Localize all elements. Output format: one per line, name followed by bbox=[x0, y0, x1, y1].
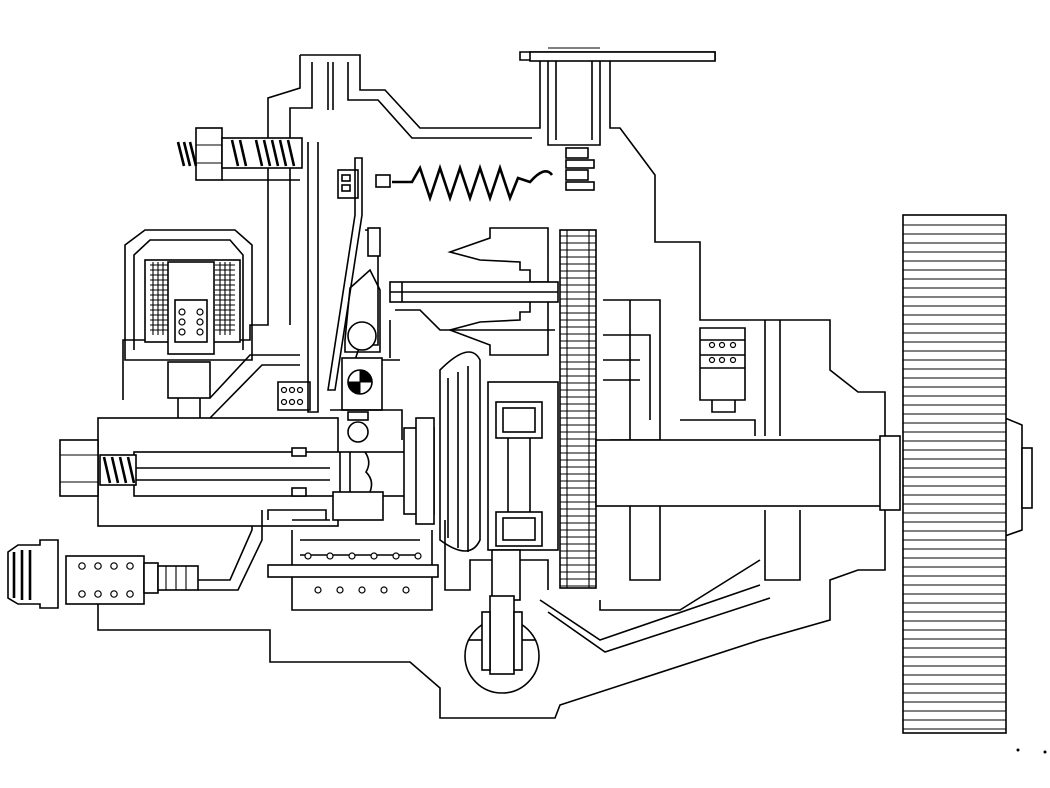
timing-piston bbox=[267, 520, 549, 611]
feed-pump bbox=[464, 595, 540, 694]
control-lever bbox=[529, 47, 716, 191]
drive-gear bbox=[559, 229, 597, 589]
governor-spring bbox=[337, 163, 554, 203]
governor-linkage bbox=[307, 142, 383, 443]
shutoff-solenoid bbox=[124, 229, 253, 453]
fuel-inlet-fitting bbox=[7, 539, 199, 609]
drive-pulley bbox=[902, 214, 1007, 734]
distributor-plunger bbox=[59, 417, 435, 527]
stray-marks bbox=[1016, 748, 1047, 754]
drive-shaft bbox=[595, 417, 1033, 537]
adjusting-screw bbox=[176, 127, 303, 181]
flyweight-governor bbox=[389, 227, 559, 356]
cam-disc-assembly bbox=[439, 351, 559, 552]
fuel-passages bbox=[198, 309, 771, 653]
